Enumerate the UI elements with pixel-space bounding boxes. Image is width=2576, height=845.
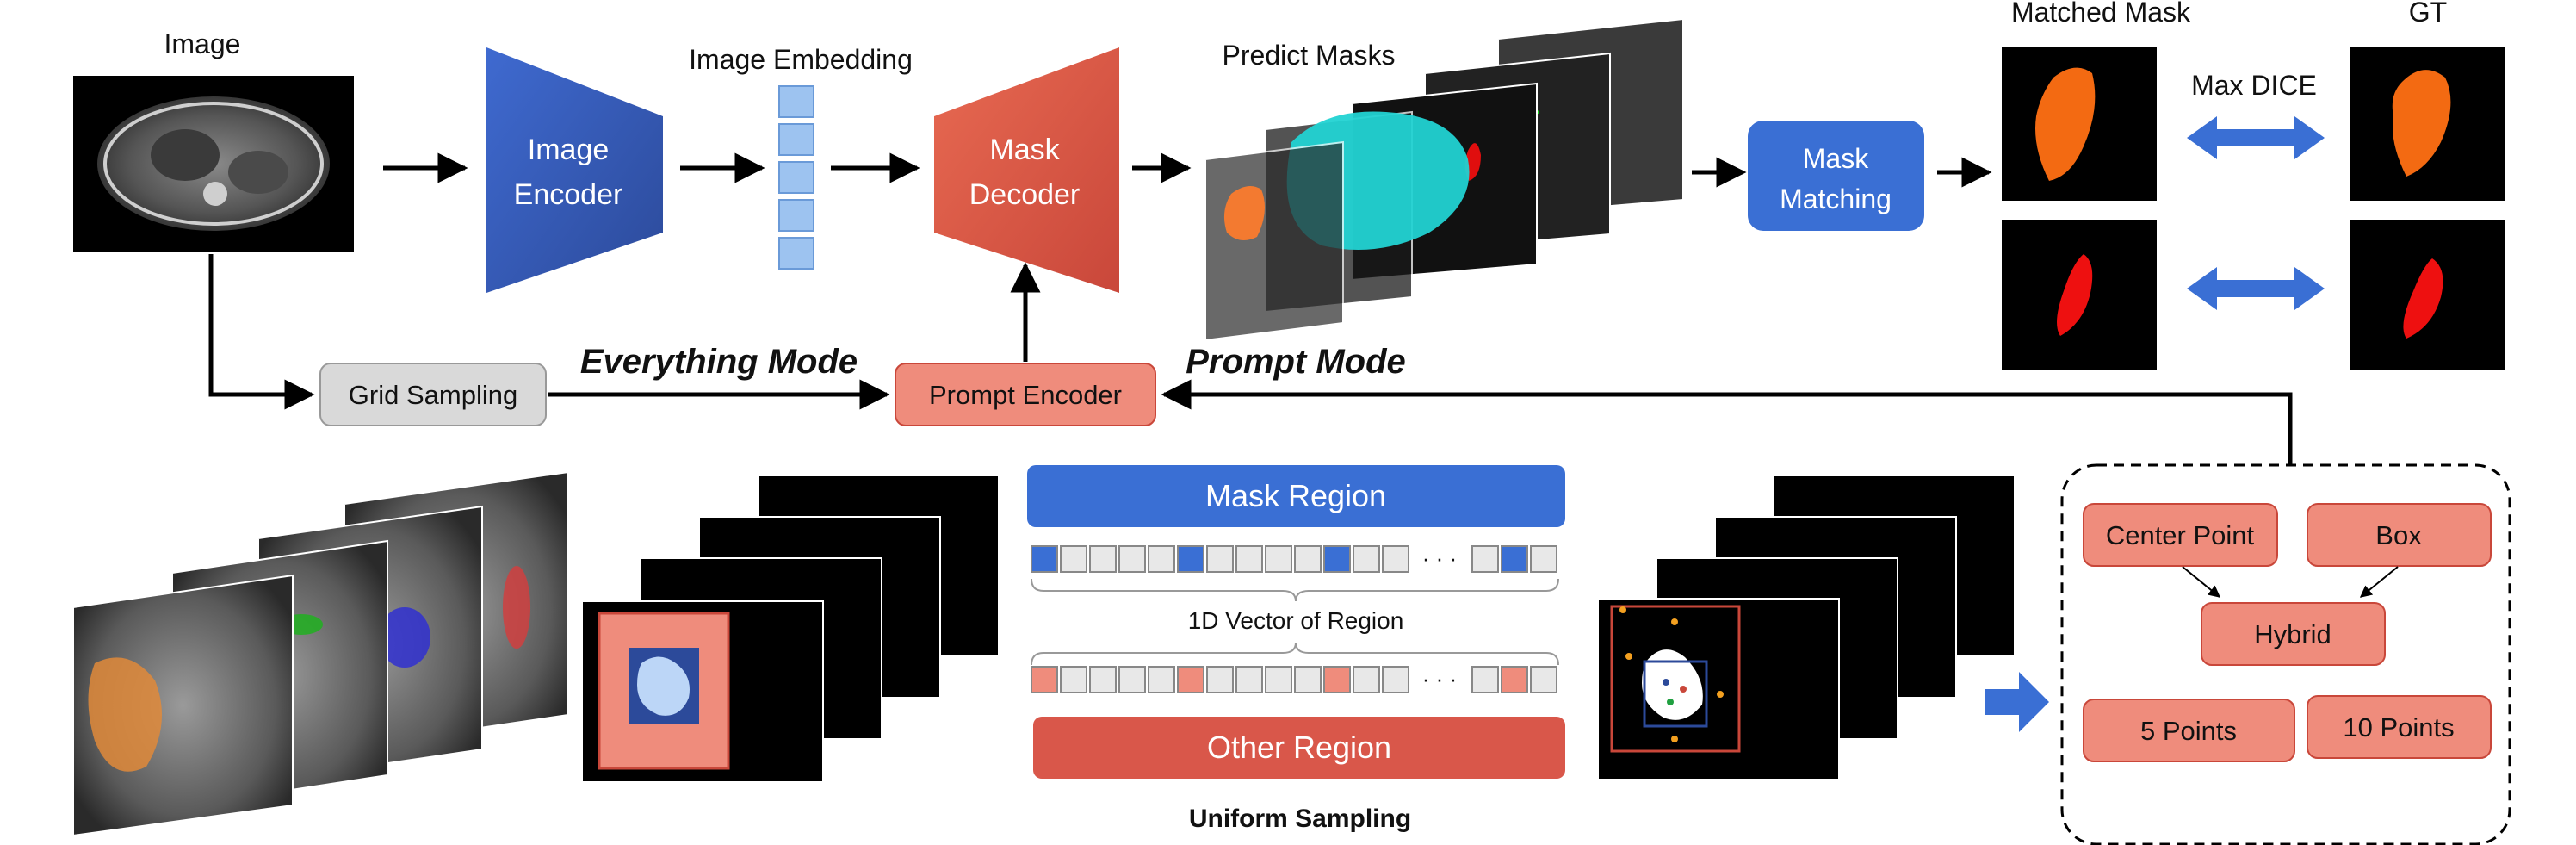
box-label: Box xyxy=(2375,520,2422,550)
predicted-masks-stack xyxy=(1204,17,1684,342)
gt-label: GT xyxy=(2409,0,2447,28)
matched-mask-label: Matched Mask xyxy=(2011,0,2191,28)
five-points-label: 5 Points xyxy=(2140,716,2237,746)
mask-matching-line2: Matching xyxy=(1780,183,1892,214)
mask-region-label: Mask Region xyxy=(1205,478,1386,513)
matched-mask-spleen xyxy=(2002,220,2157,370)
gt-liver xyxy=(2350,47,2505,201)
dice-double-arrow-top xyxy=(2187,116,2325,159)
image-encoder-line1: Image xyxy=(528,134,610,166)
other-region-label: Other Region xyxy=(1207,730,1391,765)
arrow-image-to-grid xyxy=(208,254,315,410)
mask-matching-box: Mask Matching xyxy=(1748,121,1924,231)
matched-mask-liver xyxy=(2002,47,2157,201)
prompt-example-stack xyxy=(1597,475,2016,780)
gt-spleen xyxy=(2350,220,2505,370)
center-point-label: Center Point xyxy=(2106,520,2255,550)
mask-decoder-line1: Mask xyxy=(989,134,1060,166)
image-encoder-line2: Encoder xyxy=(514,178,623,211)
image-embedding xyxy=(778,85,814,270)
mask-matching-line1: Mask xyxy=(1803,143,1869,174)
embedding-label: Image Embedding xyxy=(689,44,913,75)
prompt-types-container xyxy=(2060,463,2511,845)
arrow-box-to-hybrid xyxy=(2359,566,2399,598)
uniform-sampling-label: Uniform Sampling xyxy=(1189,805,1411,833)
brace-top xyxy=(1031,578,1559,602)
region-slices-stack xyxy=(581,475,1000,783)
mask-decoder-line2: Decoder xyxy=(969,178,1081,211)
image-encoder: Image Encoder xyxy=(486,47,663,293)
mask-region-box: Mask Region xyxy=(1027,465,1565,527)
center-point-box: Center Point xyxy=(2083,503,2278,567)
prompt-encoder-box: Prompt Encoder xyxy=(895,363,1156,426)
vector-label: 1D Vector of Region xyxy=(1188,607,1404,634)
image-label: Image xyxy=(164,28,241,59)
max-dice-label: Max DICE xyxy=(2191,70,2317,101)
ten-points-box: 10 Points xyxy=(2307,695,2492,759)
arrow-to-prompts xyxy=(1985,672,2049,732)
overlay-slices-stack xyxy=(72,470,569,837)
input-image xyxy=(73,76,354,252)
predict-masks-label: Predict Masks xyxy=(1223,40,1396,71)
arrow-center-to-hybrid xyxy=(2182,566,2221,598)
other-region-vector: · · · xyxy=(1031,666,1557,693)
prompt-encoder-label: Prompt Encoder xyxy=(929,380,1122,410)
mask-region-vector: · · · xyxy=(1031,545,1557,573)
arrow-prompts-to-encoder xyxy=(1161,379,2293,465)
hybrid-label: Hybrid xyxy=(2254,619,2331,649)
grid-sampling-box: Grid Sampling xyxy=(319,363,547,426)
vector-ellipsis-bottom: · · · xyxy=(1422,666,1457,692)
box-prompt-box: Box xyxy=(2307,503,2492,567)
hybrid-box: Hybrid xyxy=(2201,602,2386,666)
everything-mode-label: Everything Mode xyxy=(580,343,858,381)
vector-ellipsis-top: · · · xyxy=(1422,545,1457,571)
brace-bottom xyxy=(1031,642,1559,666)
other-region-box: Other Region xyxy=(1033,717,1565,779)
grid-sampling-label: Grid Sampling xyxy=(349,380,517,410)
ten-points-label: 10 Points xyxy=(2343,712,2454,742)
mask-decoder: Mask Decoder xyxy=(934,47,1119,293)
prompt-mode-label: Prompt Mode xyxy=(1186,343,1406,381)
dice-double-arrow-bottom xyxy=(2187,267,2325,310)
five-points-box: 5 Points xyxy=(2083,699,2295,762)
